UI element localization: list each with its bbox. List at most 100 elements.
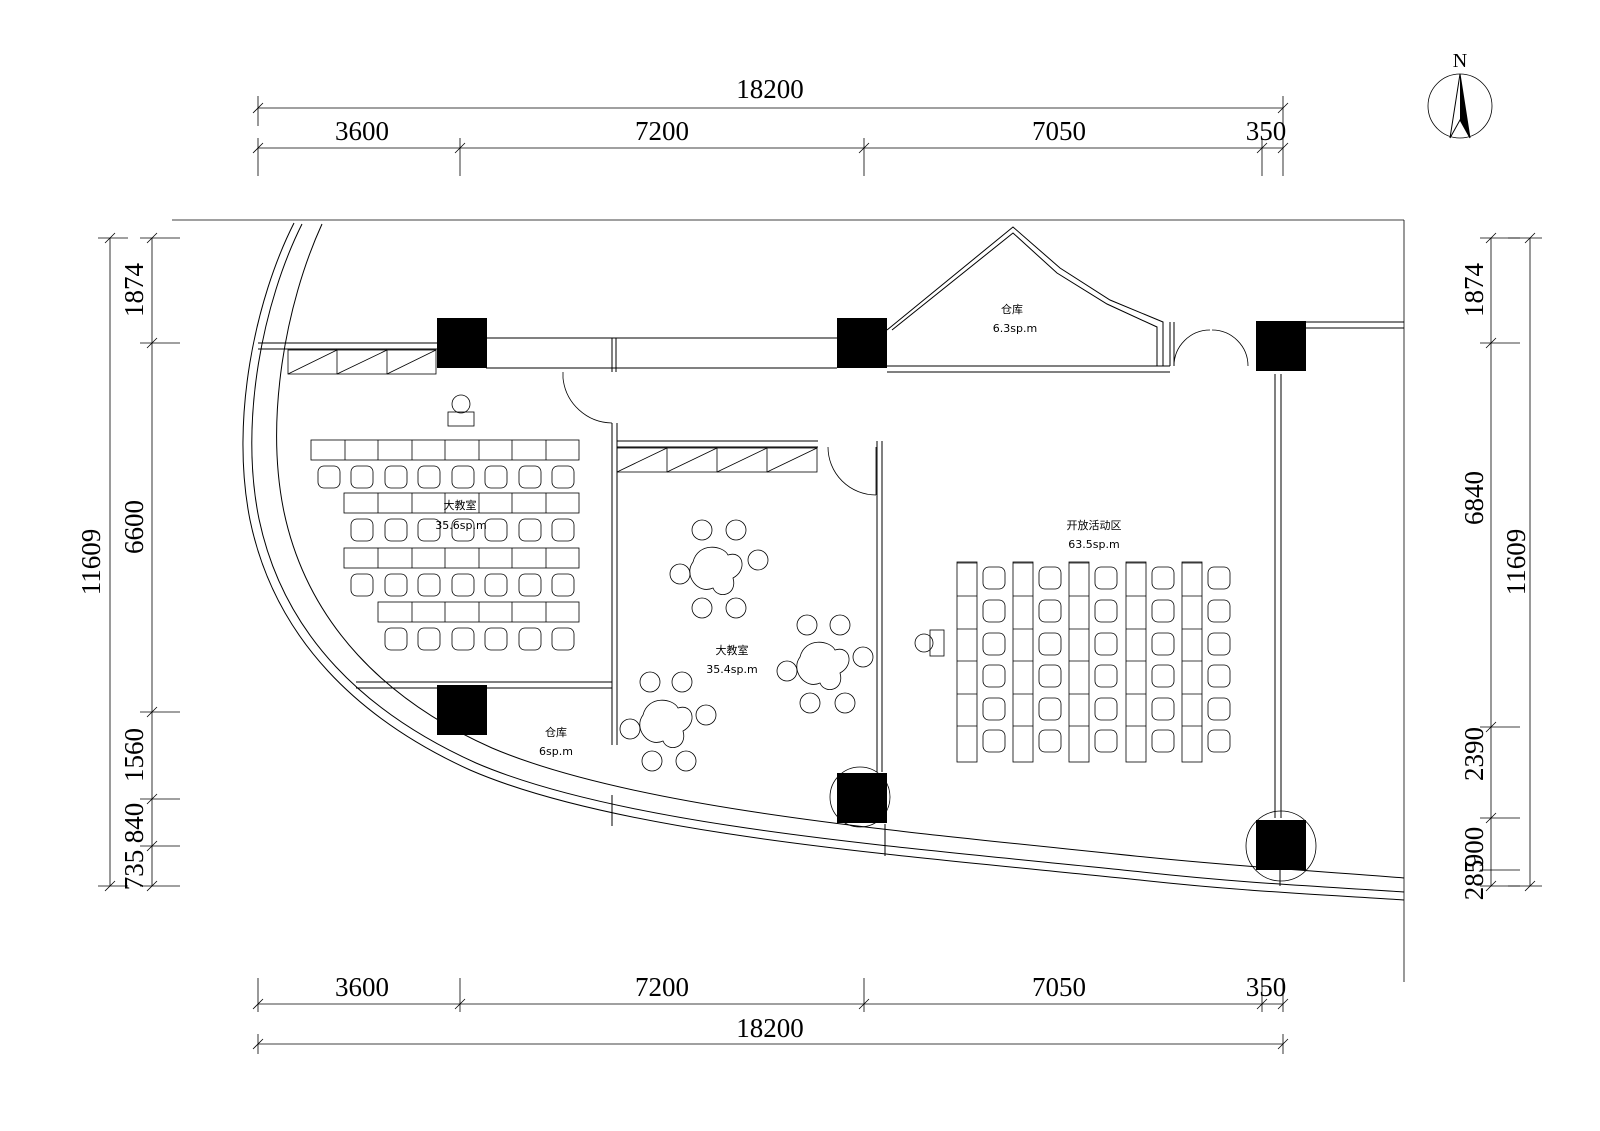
stool (641, 750, 663, 772)
chair (384, 573, 408, 597)
interior-walls (258, 226, 1404, 886)
chair (350, 465, 374, 489)
cabinet-row-center (616, 447, 818, 473)
chair (350, 573, 374, 597)
west-classroom-chairs (317, 465, 575, 651)
classroom-center-name: 大教室 (716, 643, 749, 657)
chair (484, 518, 508, 542)
chair (551, 627, 575, 651)
stool (829, 614, 851, 636)
storage-south-area: 6sp.m (539, 745, 573, 758)
chair (484, 627, 508, 651)
chair (982, 566, 1006, 590)
chair (350, 518, 374, 542)
stool (852, 646, 874, 668)
classroom-center-area: 35.4sp.m (706, 663, 757, 676)
right-dimension-1: 1874 (1459, 263, 1489, 318)
west-classroom-furniture (310, 394, 580, 623)
cabinet-row-west (287, 349, 437, 375)
center-classroom-tables (619, 519, 874, 772)
bottom-dimension-4: 350 (1246, 972, 1287, 1002)
chair (518, 627, 542, 651)
top-dimension-lines (252, 96, 1289, 176)
chair (417, 573, 441, 597)
bottom-dimension-1: 3600 (335, 972, 389, 1002)
storage-north-area: 6.3sp.m (993, 322, 1037, 335)
bottom-total-dimension: 18200 (736, 1013, 804, 1043)
chair (1094, 729, 1118, 753)
right-dimension-lines (1480, 232, 1542, 892)
chair (1207, 729, 1231, 753)
chair (1207, 664, 1231, 688)
top-dimension-4: 350 (1246, 116, 1287, 146)
classroom-west-name: 大教室 (444, 498, 477, 512)
bottom-dimension-lines (252, 978, 1289, 1054)
stool (639, 671, 661, 693)
chair (518, 465, 542, 489)
left-dimension-1: 1874 (119, 263, 149, 318)
desk-column (1012, 561, 1034, 763)
stool (834, 692, 856, 714)
right-total-dimension: 11609 (1501, 529, 1531, 596)
chair (982, 697, 1006, 721)
open-area-lectern (914, 629, 945, 657)
stool (619, 718, 641, 740)
left-dimension-2: 6600 (119, 500, 149, 554)
chair (518, 573, 542, 597)
chair (451, 465, 475, 489)
left-dimension-lines (98, 232, 180, 892)
open-activity-area: 63.5sp.m (1068, 538, 1119, 551)
chair (1151, 566, 1175, 590)
stool (695, 704, 717, 726)
chair (1038, 664, 1062, 688)
left-dimension-5: 735 (119, 850, 149, 891)
chair (982, 599, 1006, 623)
top-dimension-2: 7200 (635, 116, 689, 146)
left-dimension-3: 1560 (119, 728, 149, 782)
chair (384, 518, 408, 542)
chair (417, 627, 441, 651)
chair (1151, 729, 1175, 753)
stool (691, 597, 713, 619)
chair (1038, 566, 1062, 590)
chair (1094, 664, 1118, 688)
bottom-dimension-3: 7050 (1032, 972, 1086, 1002)
chair (518, 518, 542, 542)
right-dimension-4: 900 (1459, 827, 1489, 868)
storage-north-name: 仓库 (1001, 302, 1023, 316)
chair (484, 573, 508, 597)
stool (675, 750, 697, 772)
chair (982, 729, 1006, 753)
group-table (639, 699, 693, 748)
chair (1207, 599, 1231, 623)
chair (451, 518, 475, 542)
chair (417, 465, 441, 489)
chair (551, 573, 575, 597)
chair (1038, 632, 1062, 656)
group-table (796, 641, 850, 690)
chair (551, 518, 575, 542)
stool (796, 614, 818, 636)
right-dimension-5: 285 (1459, 860, 1489, 901)
top-dimension-3: 7050 (1032, 116, 1086, 146)
site-boundary (172, 219, 1405, 982)
stool (691, 519, 713, 541)
stool (776, 660, 798, 682)
classroom-west-area: 35.6sp.m (435, 519, 486, 532)
chair (1038, 729, 1062, 753)
desk-column (1181, 561, 1203, 763)
stool (747, 549, 769, 571)
chair (551, 465, 575, 489)
chair (1038, 697, 1062, 721)
desk-column (956, 561, 978, 763)
open-area-seating (956, 561, 1231, 763)
stool (725, 597, 747, 619)
chair (417, 518, 441, 542)
chair (484, 465, 508, 489)
chair (1151, 599, 1175, 623)
chair (1151, 664, 1175, 688)
chair (1207, 566, 1231, 590)
chair (1094, 566, 1118, 590)
right-dimension-3: 2390 (1459, 727, 1489, 781)
desk-column (1068, 561, 1090, 763)
